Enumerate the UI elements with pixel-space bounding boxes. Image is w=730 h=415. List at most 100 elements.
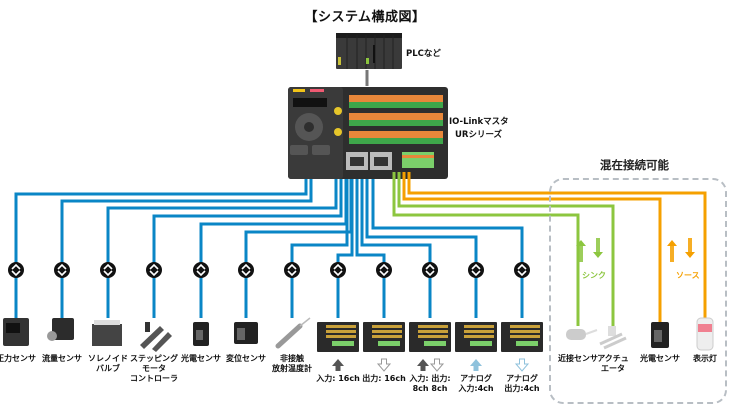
analog-output-4ch-label: アナログ出力:4ch	[492, 374, 552, 394]
source-up-arrow-head	[667, 240, 677, 246]
solenoid-valve-label: ソレノイドバルブ	[78, 354, 138, 374]
cable-io-input-16ch	[336, 179, 354, 318]
analog-input-arrow-icon	[470, 359, 482, 371]
connector-body	[238, 262, 254, 278]
actuator-label-line: アクチュ	[597, 354, 629, 363]
connector-chevron-up	[196, 263, 206, 270]
plc-device	[336, 33, 402, 69]
master-display	[293, 98, 327, 107]
analog-output-arrow-icon-outline	[514, 358, 530, 372]
connector-chevron-down	[11, 270, 21, 277]
sink-label: シンク	[582, 271, 606, 280]
proximity-sensor-label-line: 近接センサ	[558, 354, 598, 363]
connector-chevron-up	[11, 263, 21, 270]
solenoid-valve-top	[94, 320, 120, 325]
connector-chevron-up	[425, 263, 435, 270]
thermometer-barrel	[275, 323, 303, 349]
connector-body	[284, 262, 300, 278]
io-module-terminal-row	[510, 330, 540, 333]
photo-sensor-lens	[196, 330, 203, 340]
io-in8-out8-icon	[409, 322, 451, 352]
connector-body	[422, 262, 438, 278]
connector-chevron-up	[287, 263, 297, 270]
plc-body	[336, 33, 402, 69]
solenoid-valve-label-line: バルブ	[96, 364, 120, 373]
mixed-connection-box	[549, 178, 727, 404]
flow-sensor-port	[47, 331, 57, 341]
master-terminal-block	[349, 95, 443, 108]
stepping-motor-controller-label-line: ステッピング	[130, 354, 178, 363]
cable-io-output-16ch	[355, 179, 386, 318]
io-module-green-terminal	[470, 341, 492, 346]
displacement-sensor-icon	[234, 322, 258, 344]
connector-chevron-up	[57, 263, 67, 270]
actuator-label: アクチュエータ	[583, 354, 643, 374]
analog-input-4ch-label-line: 入力:4ch	[458, 384, 494, 393]
photoelectric-sensor-label: 光電センサ	[171, 354, 231, 364]
plc-slot	[373, 45, 375, 63]
indicator-light-red	[698, 324, 712, 332]
io-input-16ch-icon	[317, 322, 359, 352]
connector-body	[330, 262, 346, 278]
io-module-terminal-row	[510, 335, 540, 338]
connector-chevron-down	[517, 270, 527, 277]
master-dpad-center	[304, 122, 314, 132]
input-arrow-icon-shaft	[420, 366, 426, 371]
terminal-block-green	[349, 120, 443, 126]
io-module-terminal-row	[372, 335, 402, 338]
output-arrow-icon-outline	[429, 358, 445, 372]
ethernet-port-1-jack	[350, 157, 364, 166]
input-arrow-icon	[332, 359, 344, 371]
ir-thermometer-label: 非接触放射温度計	[262, 354, 322, 374]
io-module-terminal-row	[418, 330, 448, 333]
mixed-connection-title: 混在接続可能	[600, 158, 669, 172]
io-module-terminal-row	[418, 335, 448, 338]
photoelectric-sensor-icon	[193, 322, 209, 346]
io-link-connector-icon	[146, 262, 162, 278]
master-rotary-1	[334, 107, 342, 115]
io-link-connector-icon	[54, 262, 70, 278]
io-module-terminal-row	[326, 325, 356, 328]
analog-input-4ch-label-line: アナログ	[460, 374, 492, 383]
sink-up-arrow-head	[576, 240, 586, 246]
power-terminal-orange	[402, 155, 434, 158]
connector-chevron-up	[379, 263, 389, 270]
connector-chevron-up	[241, 263, 251, 270]
connector-chevron-up	[333, 263, 343, 270]
diagram-title: 【システム構成図】	[304, 10, 426, 25]
connector-chevron-up	[149, 263, 159, 270]
connector-body	[468, 262, 484, 278]
io-module-green-terminal	[332, 341, 354, 346]
source-down-arrow	[685, 238, 695, 258]
io-input-16ch-label: 入力: 16ch	[308, 374, 368, 384]
connector-chevron-down	[379, 270, 389, 277]
connector-chevron-down	[287, 270, 297, 277]
master-yellow-tab	[293, 89, 305, 92]
flow-sensor-label-line: 流量センサ	[42, 354, 82, 363]
io-input-16ch-label-line: 入力: 16ch	[316, 374, 360, 383]
connector-chevron-up	[471, 263, 481, 270]
displacement-sensor-label-line: 変位センサ	[226, 354, 266, 363]
input-arrow-icon-head	[332, 359, 344, 366]
stepping-motor-controller-icon	[140, 322, 172, 352]
stepping-motor-controller-label-line: コントローラ	[130, 374, 178, 383]
master-red-tab	[310, 89, 324, 92]
io-module-green-terminal	[516, 341, 538, 346]
analog-output-4ch-icon	[501, 322, 543, 352]
plc-connector	[338, 57, 341, 65]
master-terminal-block	[349, 131, 443, 144]
output-arrow-icon	[429, 358, 445, 372]
io-link-connector-icon	[238, 262, 254, 278]
io-module-green-terminal	[424, 341, 446, 346]
analog-output-4ch-label-line: アナログ	[506, 374, 538, 383]
connector-chevron-down	[241, 270, 251, 277]
actuator-label-line: エータ	[601, 364, 625, 373]
input-arrow-icon	[417, 359, 429, 371]
pressure-sensor-display	[6, 323, 20, 333]
cable-indicator-light	[407, 172, 707, 326]
connector-chevron-up	[517, 263, 527, 270]
cable-pressure-sensor	[14, 179, 308, 318]
connector-chevron-down	[333, 270, 343, 277]
cable-actuator	[397, 172, 615, 326]
output-arrow-icon	[376, 358, 392, 372]
